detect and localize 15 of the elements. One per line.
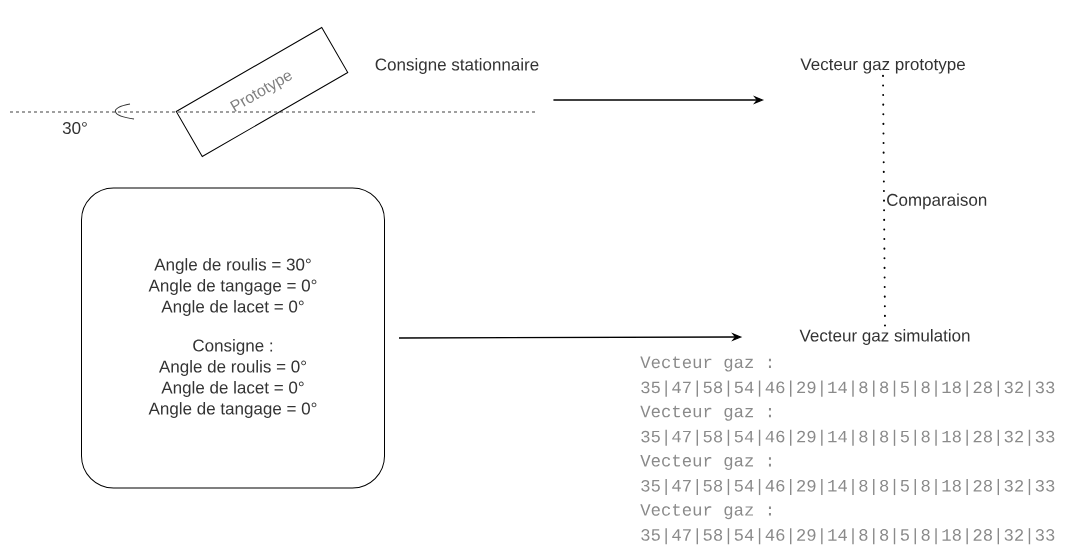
code-text: Vecteur gaz : xyxy=(640,504,771,520)
code-text: 35|47|58|54|46|29|14|8|8|5|8|18|28|32|33 xyxy=(641,429,1055,446)
code-text: Vecteur gaz : xyxy=(640,405,771,421)
dotted-line xyxy=(882,74,886,328)
code-text: Vecteur gaz : xyxy=(640,356,771,372)
text-label: Vecteur gaz simulation xyxy=(799,329,970,345)
code-text: 35|47|58|54|46|29|14|8|8|5|8|18|28|32|33 xyxy=(641,478,1055,496)
text-label: Consigne stationnaire xyxy=(375,58,539,74)
code-text: Vecteur gaz : xyxy=(640,454,771,470)
text-label: Vecteur gaz prototype xyxy=(800,58,965,74)
code-text: 35|47|58|54|46|29|14|8|8|5|8|18|28|32|33 xyxy=(641,528,1055,545)
code-text: 35|47|58|54|46|29|14|8|8|5|8|18|28|32|33 xyxy=(641,380,1055,397)
rounded-box: Angle de roulis = 30° Angle de tangage = 0° Angle de lacet = 0° Consigne : Angle de roulis = 0° Angle de lacet = 0° Angle de tangage = 0° xyxy=(81,187,385,489)
angle-label: 30° xyxy=(62,122,87,135)
edge-label: Comparaison xyxy=(885,192,989,211)
